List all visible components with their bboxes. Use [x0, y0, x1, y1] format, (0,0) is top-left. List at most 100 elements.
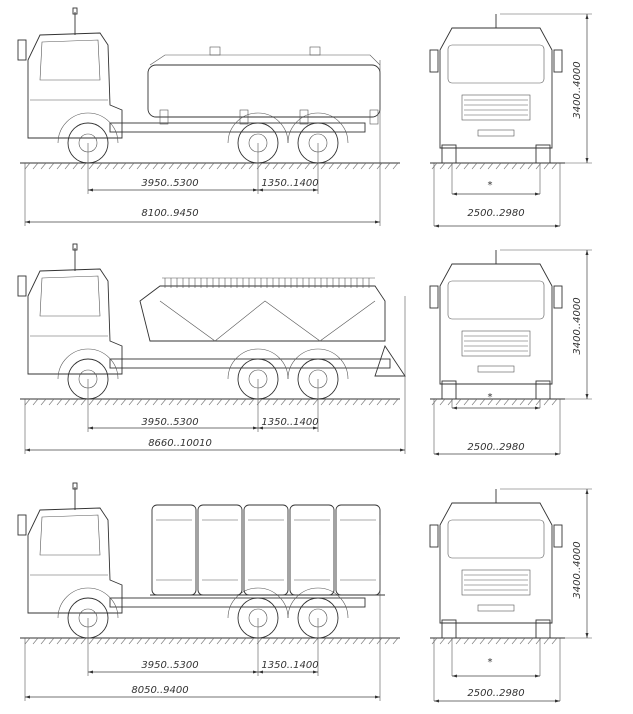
overall-length-dimension-arrow-start — [25, 695, 30, 699]
ground-hatch — [80, 162, 87, 170]
ground-hatch — [216, 398, 223, 406]
front-cab-outline — [439, 502, 553, 624]
wheelbase-dimension-arrow-start — [88, 670, 93, 674]
tank-hatch — [309, 46, 321, 56]
ground-hatch — [519, 637, 526, 645]
ground-hatch — [288, 162, 295, 170]
ground-hatch — [200, 398, 207, 406]
ground-hatch — [224, 162, 231, 170]
ground-hatch — [112, 398, 119, 406]
wheel-arch — [227, 112, 289, 144]
ground-hatch — [56, 637, 63, 645]
ground-hatch — [72, 398, 79, 406]
ground-hatch — [144, 398, 151, 406]
ground-hatch — [376, 162, 383, 170]
ground-hatch — [64, 162, 71, 170]
wheel-arch — [227, 587, 289, 619]
wheelbase-dimension-arrow-end — [253, 188, 258, 192]
hopper-body — [139, 285, 386, 342]
beacon-light — [72, 243, 78, 251]
height-dimension-arrow-bottom — [585, 158, 589, 163]
bogie-dimension-arrow-start — [258, 670, 263, 674]
ground-hatch — [88, 637, 95, 645]
ground-hatch — [272, 637, 279, 645]
front-windshield — [447, 280, 545, 320]
ground-hatch — [224, 398, 231, 406]
ground-hatch — [160, 398, 167, 406]
track-mark: * — [488, 392, 493, 403]
ground-hatch — [144, 637, 151, 645]
ground-hatch — [248, 637, 255, 645]
width-dimension-arrow-start — [434, 452, 439, 456]
ground-hatch — [519, 162, 526, 170]
ground-hatch — [487, 162, 494, 170]
ground-hatch — [232, 637, 239, 645]
ground-hatch — [431, 162, 438, 170]
ground-hatch — [519, 398, 526, 406]
mirror — [17, 39, 27, 61]
ground-hatch — [120, 398, 127, 406]
ground-hatch — [264, 162, 271, 170]
ground-hatch — [376, 637, 383, 645]
ground-hatch — [208, 162, 215, 170]
ground-hatch — [384, 398, 391, 406]
ground-hatch — [248, 398, 255, 406]
ground-hatch — [368, 162, 375, 170]
ground-hatch — [288, 637, 295, 645]
ground-hatch — [240, 162, 247, 170]
overall-length-label: 8100..9450 — [141, 208, 198, 219]
ground-hatch — [503, 162, 510, 170]
ground-hatch — [120, 637, 127, 645]
ground-hatch — [32, 398, 39, 406]
beacon-light — [72, 7, 78, 15]
front-plate — [477, 129, 515, 137]
overall-length-dimension-arrow-end — [400, 448, 405, 452]
track-dimension-arrow-start — [452, 406, 457, 410]
track-mark: * — [488, 180, 493, 191]
tank-top — [149, 54, 381, 66]
ground-hatch — [487, 637, 494, 645]
ground-hatch — [503, 637, 510, 645]
ground-hatch — [24, 162, 31, 170]
ground-hatch — [80, 637, 87, 645]
ground-hatch — [24, 398, 31, 406]
container-module — [335, 504, 381, 596]
tank-bracket — [159, 109, 169, 125]
wheelbase-dimension-arrow-end — [253, 426, 258, 430]
chassis-frame — [109, 358, 391, 369]
ground-hatch — [471, 637, 478, 645]
bogie-dimension-arrow-start — [258, 188, 263, 192]
ground-hatch — [328, 162, 335, 170]
ground-hatch — [495, 162, 502, 170]
ground-hatch — [72, 162, 79, 170]
wheel-arch — [57, 112, 119, 144]
wheelbase-label: 3950..5300 — [141, 660, 198, 671]
ground-hatch — [120, 162, 127, 170]
ground-hatch — [168, 162, 175, 170]
ground-hatch — [152, 637, 159, 645]
bogie-label: 1350..1400 — [261, 660, 318, 671]
ground-hatch — [160, 637, 167, 645]
ground-hatch — [280, 162, 287, 170]
tank-body — [147, 64, 381, 118]
ground-hatch — [72, 637, 79, 645]
cab-window — [39, 275, 101, 317]
bogie-dimension-arrow-start — [258, 426, 263, 430]
ground-hatch — [112, 162, 119, 170]
ground-hatch — [543, 637, 550, 645]
ground-hatch — [296, 398, 303, 406]
height-dimension-arrow-top — [585, 489, 589, 494]
ground-hatch — [352, 398, 359, 406]
ground-hatch — [543, 398, 550, 406]
ground-hatch — [160, 162, 167, 170]
ground-hatch — [280, 398, 287, 406]
ground-hatch — [128, 637, 135, 645]
ground-hatch — [304, 637, 311, 645]
tank-bracket — [369, 109, 379, 125]
bogie-dimension-arrow-end — [313, 670, 318, 674]
ground-hatch — [336, 162, 343, 170]
ground-hatch — [48, 637, 55, 645]
overall-length-label: 8660..10010 — [148, 438, 212, 449]
ground-hatch — [88, 398, 95, 406]
